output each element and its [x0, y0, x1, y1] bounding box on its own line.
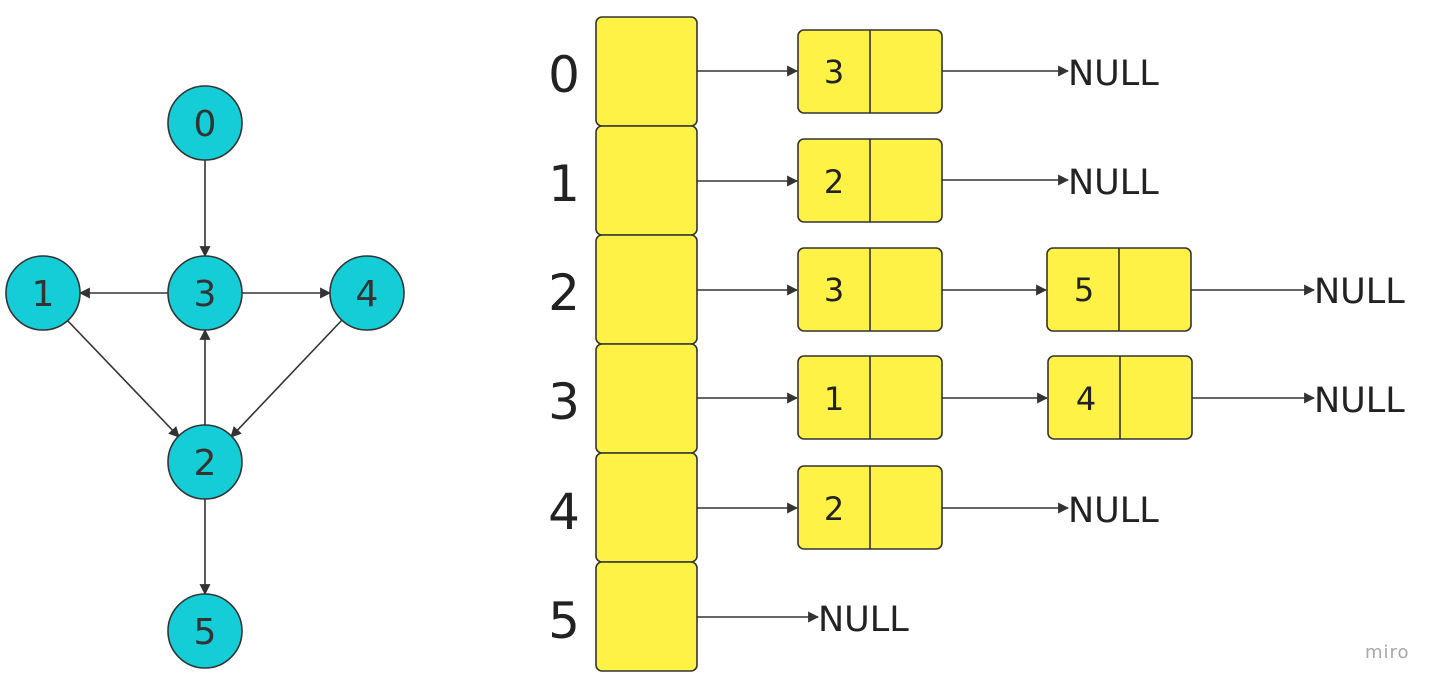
list-node-value: 1 — [824, 380, 844, 418]
graph-node-0: 0 — [167, 85, 243, 161]
node-circle — [329, 255, 405, 331]
null-terminator: NULL — [1314, 272, 1405, 312]
graph-edges — [66, 160, 343, 596]
array-slot — [595, 125, 698, 236]
array-slot — [595, 452, 698, 563]
array-slot — [595, 343, 698, 454]
list-node: 4 — [1047, 355, 1193, 440]
node-circle — [167, 593, 243, 669]
row-index-label: 1 — [548, 155, 580, 213]
adj-row-3: 3 1 4 NULL — [548, 343, 1405, 454]
graph-node-5: 5 — [167, 593, 243, 669]
node-label: 3 — [194, 274, 217, 315]
array-slot — [595, 561, 698, 672]
graph-node-1: 1 — [5, 255, 81, 331]
list-node: 2 — [797, 138, 943, 223]
null-terminator: NULL — [1314, 381, 1405, 421]
node-circle — [167, 255, 243, 331]
row-index-label: 4 — [548, 483, 580, 541]
null-terminator: NULL — [1068, 54, 1159, 94]
list-node: 3 — [797, 247, 943, 332]
miro-watermark: miro — [1365, 642, 1410, 663]
node-circle — [167, 85, 243, 161]
graph-node-2: 2 — [167, 424, 243, 500]
node-circle — [167, 424, 243, 500]
null-terminator: NULL — [1068, 163, 1159, 203]
row-index-label: 0 — [548, 46, 580, 104]
list-node-value: 5 — [1074, 271, 1094, 309]
null-terminator: NULL — [1068, 491, 1159, 531]
array-slot — [595, 16, 698, 127]
null-terminator: NULL — [818, 600, 909, 640]
array-slot — [595, 234, 698, 345]
adj-row-2: 2 3 5 NULL — [548, 234, 1405, 345]
adjacency-list: 0 3 NULL 1 2 NULL 2 — [548, 16, 1405, 672]
list-node-value: 3 — [824, 271, 844, 309]
row-index-label: 2 — [548, 264, 580, 322]
adj-row-5: 5 NULL — [548, 561, 909, 672]
node-label: 2 — [194, 443, 217, 484]
node-label: 0 — [194, 104, 217, 145]
node-label: 5 — [194, 612, 217, 653]
node-label: 1 — [32, 274, 55, 315]
row-index-label: 3 — [548, 373, 580, 431]
list-node: 2 — [797, 465, 943, 550]
list-node-value: 3 — [824, 53, 844, 91]
list-node: 3 — [797, 29, 943, 114]
graph-node-3: 3 — [167, 255, 243, 331]
list-node-value: 4 — [1076, 380, 1096, 418]
node-label: 4 — [356, 274, 379, 315]
adj-row-0: 0 3 NULL — [548, 16, 1159, 127]
list-node: 5 — [1046, 247, 1192, 332]
graph: 0 1 2 3 4 5 — [5, 85, 405, 669]
row-index-label: 5 — [548, 592, 580, 650]
edge-1-2 — [66, 319, 180, 438]
edge-4-2 — [230, 319, 343, 438]
adj-row-1: 1 2 NULL — [548, 125, 1159, 236]
list-node-value: 2 — [824, 490, 844, 528]
list-node-value: 2 — [824, 163, 844, 201]
node-circle — [5, 255, 81, 331]
graph-node-4: 4 — [329, 255, 405, 331]
adj-row-4: 4 2 NULL — [548, 452, 1159, 563]
list-node: 1 — [797, 355, 943, 440]
